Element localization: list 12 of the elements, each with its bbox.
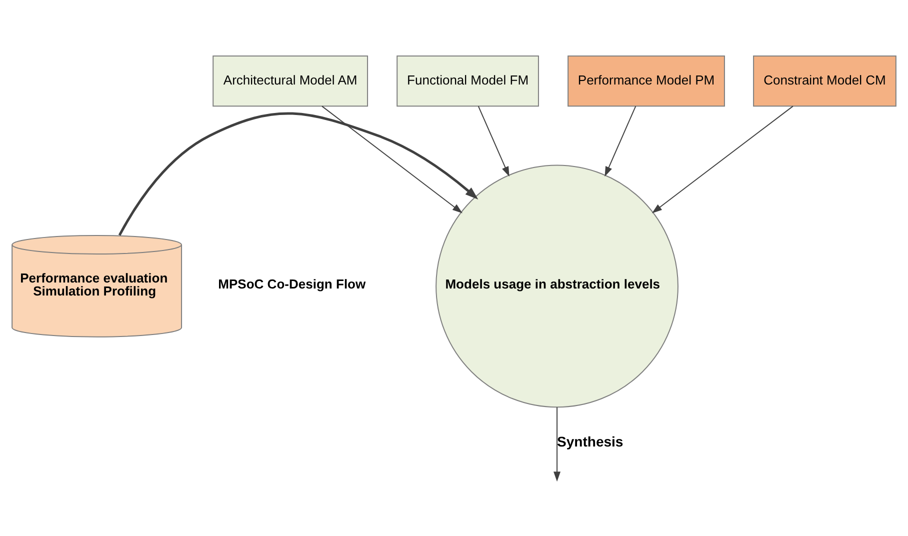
label: MPSoC Co-Design Flow [218,276,366,292]
arrow [478,105,510,176]
edge-label: Synthesis [557,432,624,449]
node-box: Performance Model PM [568,55,725,106]
arrow [322,105,462,213]
node-box: Architectural Model AM [212,55,368,106]
arrow [652,105,794,213]
node-box: Functional Model FM [396,55,539,106]
arrow [118,112,478,236]
arrow [604,105,636,176]
node-box: Constraint Model CM [753,55,896,106]
arrow [554,406,561,482]
